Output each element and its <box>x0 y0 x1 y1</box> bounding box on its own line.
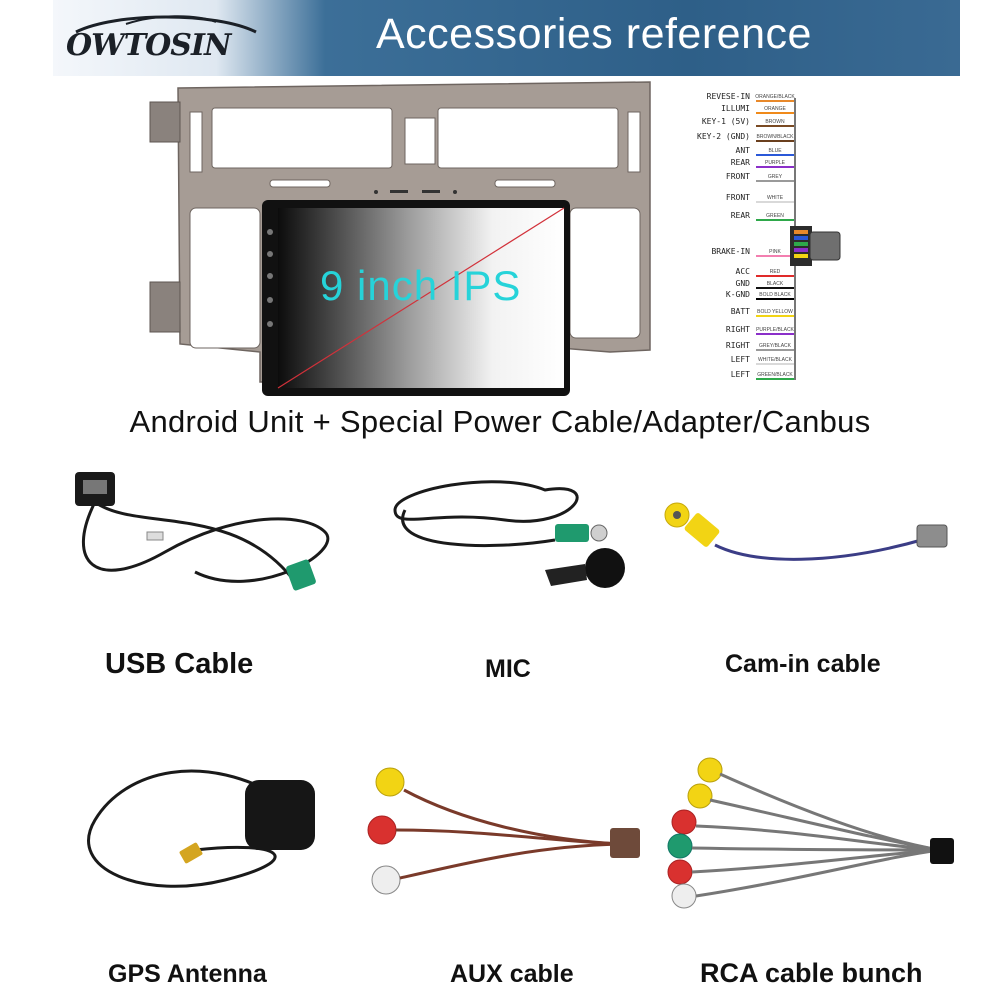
rca-cable-bunch-image <box>667 757 954 909</box>
wiring-label: FRONT <box>725 193 750 202</box>
wire-color-name: ORANGE <box>764 106 786 112</box>
wire-color-name: RED <box>769 269 781 275</box>
wiring-label: ANT <box>735 146 750 155</box>
wiring-label: REAR <box>730 158 750 167</box>
wire-color-name: GREEN <box>766 213 784 219</box>
head-unit-frame <box>149 81 651 396</box>
wire-line <box>756 140 794 142</box>
wire-color-name: GREY/BLACK <box>759 343 791 349</box>
screen-label: 9 inch IPS <box>320 262 522 309</box>
wire-color-name: PINK <box>769 249 781 255</box>
wire-line <box>756 275 794 277</box>
caption-rca-cable-bunch: RCA cable bunch <box>700 958 923 988</box>
mic-image <box>393 480 625 588</box>
wire-line <box>756 219 794 221</box>
brand-name: OWTOSIN <box>66 28 231 63</box>
wire-color-name: BOLD YELLOW <box>757 309 793 315</box>
wire-line <box>756 201 794 203</box>
wire-color-name: GREEN/BLACK <box>757 372 793 378</box>
wire-color-name: PURPLE/BLACK <box>756 327 794 333</box>
caption-aux-cable: AUX cable <box>450 960 574 988</box>
logo-car-swoosh-icon <box>75 15 257 34</box>
wire-line <box>756 363 794 365</box>
wire-color-name: GREY <box>767 174 783 180</box>
wire-line <box>756 349 794 351</box>
wire-line <box>756 100 794 102</box>
cam-in-cable-image <box>664 502 948 561</box>
wire-color-name: PURPLE <box>764 160 785 166</box>
wiring-label: GND <box>735 279 750 288</box>
caption-mic: MIC <box>485 655 531 683</box>
wiring-label: KEY-1 (5V) <box>701 117 750 126</box>
wire-line <box>756 125 794 127</box>
wire-color-name: WHITE/BLACK <box>758 357 792 363</box>
wiring-label: FRONT <box>725 172 750 181</box>
caption-gps-antenna: GPS Antenna <box>108 960 267 988</box>
wire-color-name: BLUE <box>768 148 782 154</box>
header-banner <box>53 0 960 76</box>
wire-line <box>756 287 794 289</box>
caption-cam-in-cable: Cam-in cable <box>725 650 881 678</box>
gps-antenna-image <box>87 769 315 888</box>
wire-line <box>756 112 794 114</box>
wiring-label: REVESE-IN <box>706 92 750 101</box>
wire-color-name: BLACK <box>766 281 784 287</box>
wiring-label: BRAKE-IN <box>711 247 750 256</box>
wire-color-name: BROWN <box>765 119 785 125</box>
wiring-label: K-GND <box>725 290 750 299</box>
wire-line <box>756 378 794 380</box>
wiring-label: REAR <box>730 211 750 220</box>
wiring-label: KEY-2 (GND) <box>697 132 750 141</box>
subtitle: Android Unit + Special Power Cable/Adapt… <box>129 404 871 439</box>
wire-line <box>756 315 794 317</box>
caption-usb-cable: USB Cable <box>105 648 254 680</box>
wire-line <box>756 180 794 182</box>
wire-line <box>756 255 794 257</box>
wiring-label: RIGHT <box>725 341 750 350</box>
wire-color-name: BROWN/BLACK <box>756 134 794 140</box>
wiring-label: RIGHT <box>725 325 750 334</box>
wiring-label: ILLUMI <box>721 104 750 113</box>
wire-line <box>756 298 794 300</box>
page-title: Accessories reference <box>376 10 812 58</box>
wire-line <box>756 166 794 168</box>
wiring-label: BATT <box>730 307 750 316</box>
wiring-harness-connector <box>790 226 841 266</box>
wiring-label: LEFT <box>730 355 750 364</box>
aux-cable-image <box>367 767 640 895</box>
usb-cable-image <box>75 472 330 591</box>
wire-line <box>756 154 794 156</box>
wire-line <box>756 333 794 335</box>
wire-color-name: ORANGE/BLACK <box>755 94 795 100</box>
wiring-label: ACC <box>735 267 750 276</box>
wire-color-name: BOLD BLACK <box>759 292 791 298</box>
brand-logo: OWTOSIN <box>66 28 231 63</box>
wiring-label: LEFT <box>730 370 750 379</box>
wire-color-name: WHITE <box>766 195 784 201</box>
